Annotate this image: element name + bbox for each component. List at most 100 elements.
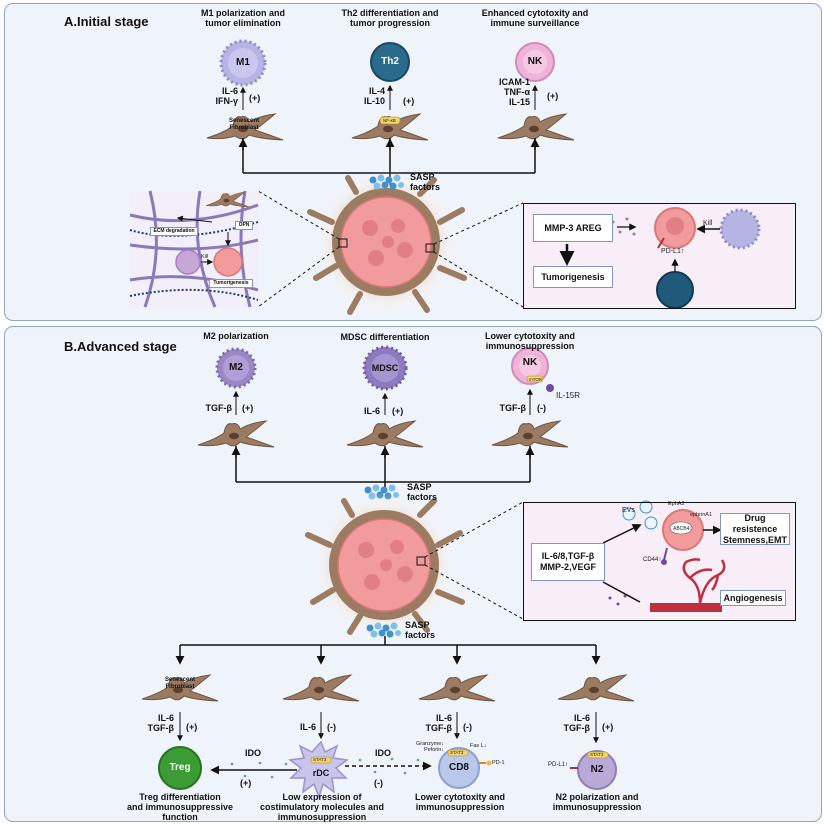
treg-sign: (+): [186, 722, 198, 732]
fasl-label: Fas L↓: [470, 743, 487, 749]
treg-cytokines: IL-6 TGF-β: [147, 713, 175, 733]
drug-resistance-box: Drug resistence Stemness,EMT: [720, 513, 790, 545]
panel-b-title: B.Advanced stage: [64, 339, 177, 354]
mdsc-cell-label: MDSC: [371, 363, 399, 373]
senescent-fibroblast-label-b: Senescent Fibroblast: [164, 677, 195, 690]
ephrina1-label: ephrinA1: [690, 512, 713, 518]
sasp-factors-b-top: SASP factors: [407, 482, 438, 502]
th2-cell-label: Th2: [381, 56, 399, 67]
granzyme-perforin-label: Granzyme↓ Peforin↓: [416, 741, 445, 753]
ido-right-label: IDO: [374, 748, 391, 758]
m1-macrophage-cell: [219, 39, 267, 87]
treg-label: Treg differentiation and immunosuppressi…: [126, 792, 234, 822]
mdsc-sign: (+): [392, 406, 404, 416]
inset-frame-b: [523, 502, 796, 621]
nk-b-cell-label: NK: [522, 357, 538, 368]
nfkb-badge: [379, 116, 401, 125]
rdc-cell-label: rDC: [312, 768, 330, 778]
ido-left-label: IDO: [244, 748, 261, 758]
tumor-mass-a: [307, 170, 467, 315]
th2-sign: (+): [403, 96, 415, 106]
senescent-fibroblast-label-a: Senescent Fibroblast: [228, 118, 259, 131]
senescent-fibroblast-a3: [497, 113, 575, 141]
m2-cytokines: TGF-β: [205, 403, 233, 413]
rdc-label: Low expression of costimulatory molecule…: [259, 792, 385, 822]
n2-cell-label: N2: [590, 764, 604, 775]
th2-cell: [370, 42, 410, 82]
cd8-cytokines: IL-6 TGF-β: [425, 713, 453, 733]
panel-a-title: A.Initial stage: [64, 14, 149, 29]
nk-a-cell-label: NK: [527, 56, 543, 67]
fibroblast-c2: [282, 674, 360, 702]
sasp-particles-a: [369, 174, 404, 190]
opn-label: OPN: [235, 221, 253, 230]
sasp-factors-b-bottom: SASP factors: [405, 620, 436, 640]
mmp3-areg-inset: [523, 203, 794, 309]
th2-cytokines: IL-4 IL-10: [363, 86, 385, 106]
stat3-label-rdc: STAT3: [313, 757, 327, 762]
fibroblast-c3: [418, 674, 496, 702]
ido-right-sign: (-): [374, 778, 383, 788]
tumorigenesis-label-ecm: Tumorigenesis: [209, 279, 253, 288]
pdl1-label-a: PD-L1↑: [661, 248, 685, 255]
nfkb-label: NF-κB: [383, 118, 396, 123]
mtor-label: mTOR: [529, 377, 543, 382]
abcb4-label: ABCB4↑: [673, 526, 692, 532]
pd1-label: PD-1: [492, 760, 505, 766]
ido-left-sign: (+): [240, 778, 252, 788]
fibroblast-b2: [346, 420, 424, 448]
mmp3-areg-box: MMP-3 AREG: [533, 214, 613, 242]
treg-cell: [158, 746, 202, 790]
inset-frame-a: [523, 203, 796, 309]
nk-cell-a: [515, 42, 555, 82]
nk-a-label: Enhanced cytotoxity and immune surveilla…: [481, 8, 589, 28]
n2-cell: [570, 750, 617, 790]
mdsc-cell: [362, 345, 408, 391]
rdc-cell: [288, 740, 349, 800]
mdsc-label: MDSC differentiation: [340, 332, 430, 342]
nk-b-label: Lower cytotoxity and immunosuppression: [484, 331, 575, 351]
nk-cell-b: [511, 347, 554, 392]
ecm-degradation-label: ECM degradation: [150, 227, 198, 236]
m2-sign: (+): [242, 403, 254, 413]
n2-label: N2 polarization and immunosuppression: [552, 792, 642, 812]
tumorigenesis-box: Tumorigenesis: [533, 266, 613, 288]
cd44-label: CD44↑: [643, 557, 662, 563]
kill-label-ecm: Kill: [201, 254, 209, 260]
sasp-particles-b-bottom: [366, 622, 401, 638]
m2-label: M2 polarization: [203, 331, 269, 341]
fibroblast-c4: [557, 674, 635, 702]
m1-cell-label: M1: [236, 57, 250, 68]
nk-b-sign: (-): [537, 403, 546, 413]
stat3-label-n2: STAT3: [590, 752, 604, 757]
nk-a-cytokines: ICAM-1 TNF-α IL-15: [499, 77, 530, 107]
epha2-label: EphA2: [668, 501, 685, 507]
mdsc-cytokines: IL-6: [363, 406, 380, 416]
m1-sign: (+): [249, 93, 261, 103]
cd8-cell: [438, 747, 492, 789]
ecm-inset: [129, 190, 259, 308]
il15r-label: IL-15R: [556, 391, 581, 400]
cd8-label: Lower cytotoxity and immunosuppression: [414, 792, 505, 812]
fibroblast-b3: [491, 420, 569, 448]
fibroblast-b1: [197, 420, 275, 448]
n2-cytokines: IL-6 TGF-β: [563, 713, 591, 733]
sasp-factors-a: SASP factors: [410, 172, 441, 192]
nk-b-cytokines: TGF-β: [499, 403, 527, 413]
nk-a-sign: (+): [547, 91, 559, 101]
cytokine-box-b: IL-6/8,TGF-β MMP-2,VEGF: [531, 543, 605, 581]
rdc-cytokines: IL-6: [299, 722, 316, 732]
pdl1-label-n2: PD-L1↑: [548, 762, 569, 768]
stat3-label-cd8: STAT3: [450, 750, 464, 755]
m1-label: M1 polarization and tumor elimination: [200, 8, 285, 28]
cd8-cell-label: CD8: [448, 762, 469, 773]
tumor-mass-b: [305, 493, 465, 637]
rdc-sign: (-): [327, 722, 336, 732]
angiogenesis-box: Angiogenesis: [720, 590, 786, 606]
m2-macrophage-cell: [215, 347, 257, 389]
m2-cell-label: M2: [229, 362, 243, 373]
cd8-sign: (-): [463, 722, 472, 732]
kill-label-a: Kill: [703, 220, 713, 227]
m1-cytokines: IL-6 IFN-γ: [215, 86, 239, 106]
